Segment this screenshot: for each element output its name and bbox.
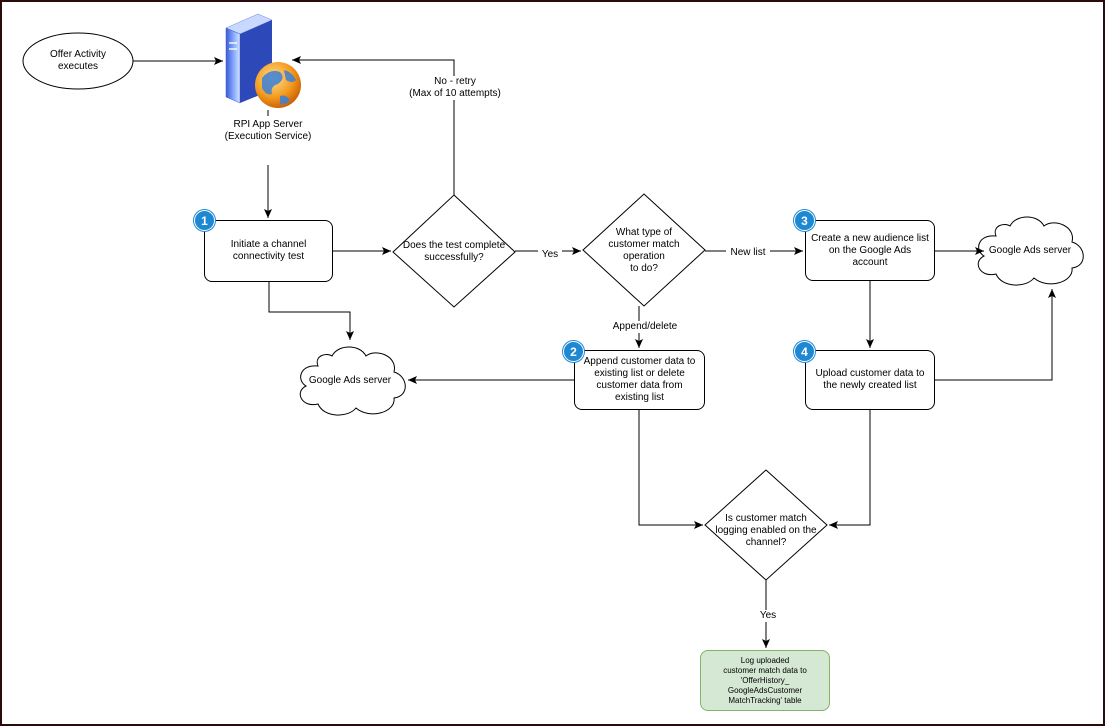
step4-label: Upload customer data to the newly create… xyxy=(815,368,925,391)
cloud-left-shape xyxy=(299,346,406,416)
decision-type-label-3: operation xyxy=(623,251,665,262)
step1-box: Initiate a channel connectivity test xyxy=(204,220,333,282)
decision-test-label: Does the test complete successfully? xyxy=(402,240,506,263)
server-label-line1: RPI App Server xyxy=(208,119,328,131)
log-box: Log uploaded customer match data to 'Off… xyxy=(700,650,830,711)
log-label-4: GoogleAdsCustomer xyxy=(727,685,803,695)
append-delete-label: Append/delete xyxy=(600,321,690,333)
cloud-right-label: Google Ads server xyxy=(988,245,1072,256)
server-icon xyxy=(225,13,301,108)
edge-step4-to-logging xyxy=(829,410,871,529)
server-label-line2: (Execution Service) xyxy=(224,131,312,142)
cloud-left-label: Google Ads server xyxy=(308,375,392,386)
step3-badge: 3 xyxy=(794,210,815,231)
yes-label-1: Yes xyxy=(538,249,562,261)
log-label-2: customer match data to xyxy=(723,665,807,675)
log-label-3: 'OfferHistory_ xyxy=(740,675,790,685)
edge-step4-to-cloud xyxy=(935,289,1056,381)
decision-test-diamond xyxy=(392,194,516,308)
edge-step1-to-cloud xyxy=(268,282,354,340)
step1-label: Initiate a channel connectivity test xyxy=(230,239,307,262)
new-list-label: New list xyxy=(726,247,770,259)
log-label-5: MatchTracking' table xyxy=(728,695,802,705)
decision-type-label-4: to do? xyxy=(630,263,658,274)
step1-badge: 1 xyxy=(194,210,215,231)
step2-box: Append customer data to existing list or… xyxy=(574,350,705,410)
decision-logging-label: Is customer match logging enabled on the… xyxy=(715,513,817,548)
cloud-right-shape xyxy=(977,216,1084,286)
step2-label: Append customer data to existing list or… xyxy=(583,356,696,403)
log-label-1: Log uploaded xyxy=(740,655,790,665)
step4-badge: 4 xyxy=(794,341,815,362)
step3-box: Create a new audience list on the Google… xyxy=(805,220,935,281)
retry-label-line1: No - retry xyxy=(395,76,515,88)
retry-label-line2: (Max of 10 attempts) xyxy=(395,88,515,100)
step2-badge: 2 xyxy=(563,341,584,362)
step3-label: Create a new audience list on the Google… xyxy=(811,232,929,268)
decision-type-label-1: What type of xyxy=(615,227,673,238)
decision-type-label-2: customer match xyxy=(608,239,680,250)
decision-type-diamond xyxy=(582,193,706,307)
yes-label-2: Yes xyxy=(756,610,780,622)
start-label: Offer Activity executes xyxy=(50,49,106,72)
edge-retry xyxy=(292,56,455,195)
edge-step2-to-logging xyxy=(638,410,703,529)
step4-box: Upload customer data to the newly create… xyxy=(805,350,935,410)
